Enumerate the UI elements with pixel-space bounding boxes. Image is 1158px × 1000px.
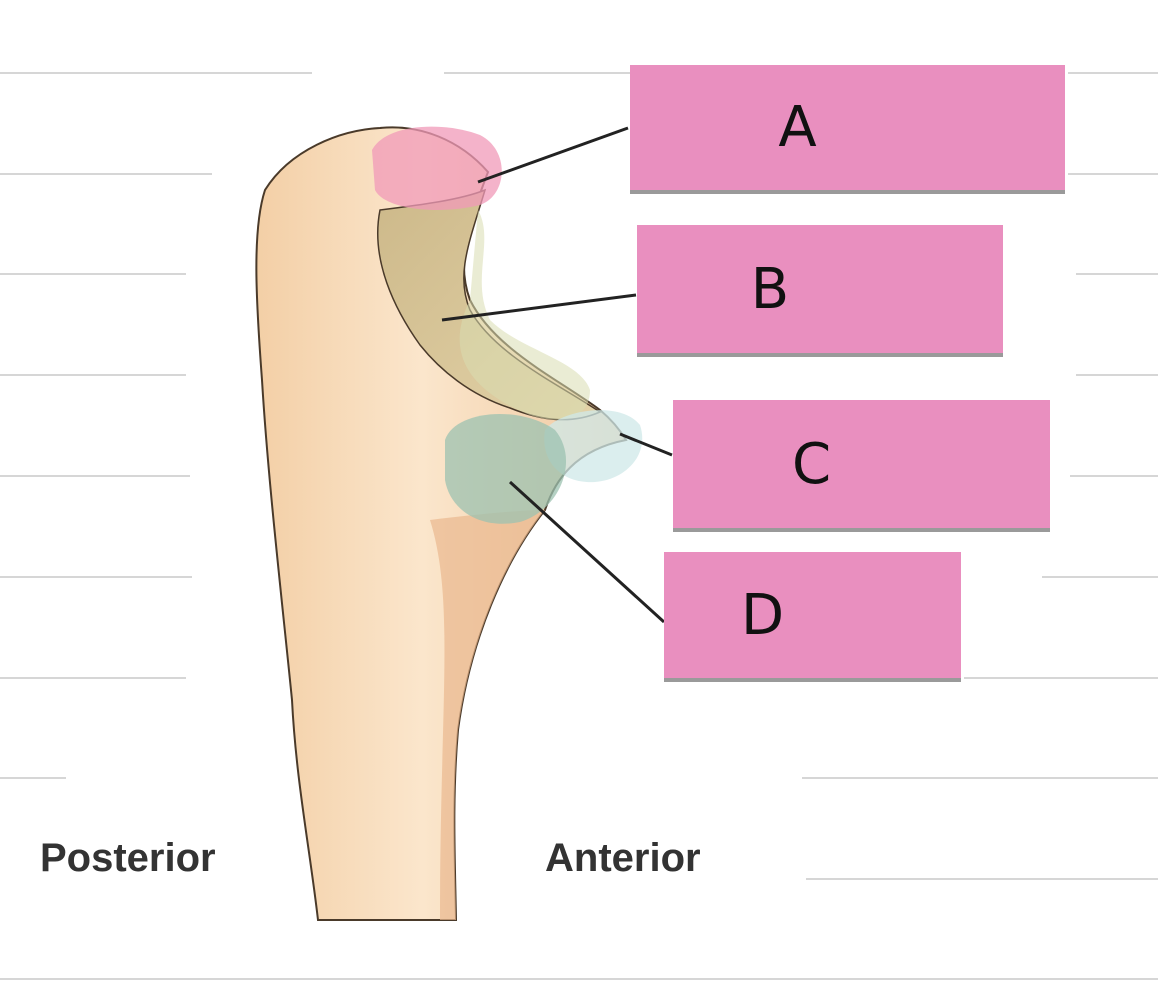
rule-line <box>0 173 212 175</box>
rule-line <box>1068 72 1158 74</box>
rule-line <box>0 576 192 578</box>
pointer-line-c <box>619 432 673 457</box>
posterior-label: Posterior <box>40 836 216 880</box>
label-b-text: B <box>750 256 790 322</box>
region-c-highlight <box>544 410 643 483</box>
label-box-b[interactable]: B <box>637 225 1003 353</box>
rule-line <box>0 978 1158 980</box>
rule-line <box>1042 576 1158 578</box>
label-a-text: A <box>778 95 817 160</box>
rule-line <box>0 475 190 477</box>
rule-line <box>0 273 186 275</box>
region-d-highlight <box>445 413 567 524</box>
rule-line <box>1076 273 1158 275</box>
region-b-highlight <box>459 210 590 420</box>
rule-line <box>444 72 630 74</box>
rule-line <box>964 677 1158 679</box>
rule-line <box>0 677 186 679</box>
region-a-highlight <box>372 126 502 210</box>
pointer-line-a <box>477 126 629 184</box>
label-box-a[interactable]: A <box>630 65 1065 190</box>
rule-line <box>0 72 312 74</box>
rule-line <box>1068 173 1158 175</box>
pointer-line-d <box>508 480 666 624</box>
rule-line <box>0 777 66 779</box>
label-box-d[interactable]: D <box>664 552 961 678</box>
rule-line <box>0 374 186 376</box>
anterior-label: Anterior <box>545 836 701 880</box>
label-d-text: D <box>740 582 785 648</box>
rule-line <box>806 878 1158 880</box>
label-box-c[interactable]: C <box>673 400 1050 528</box>
rule-line <box>802 777 1158 779</box>
rule-line <box>1076 374 1158 376</box>
label-c-text: C <box>791 431 832 497</box>
pointer-line-b <box>441 293 637 322</box>
rule-line <box>1070 475 1158 477</box>
